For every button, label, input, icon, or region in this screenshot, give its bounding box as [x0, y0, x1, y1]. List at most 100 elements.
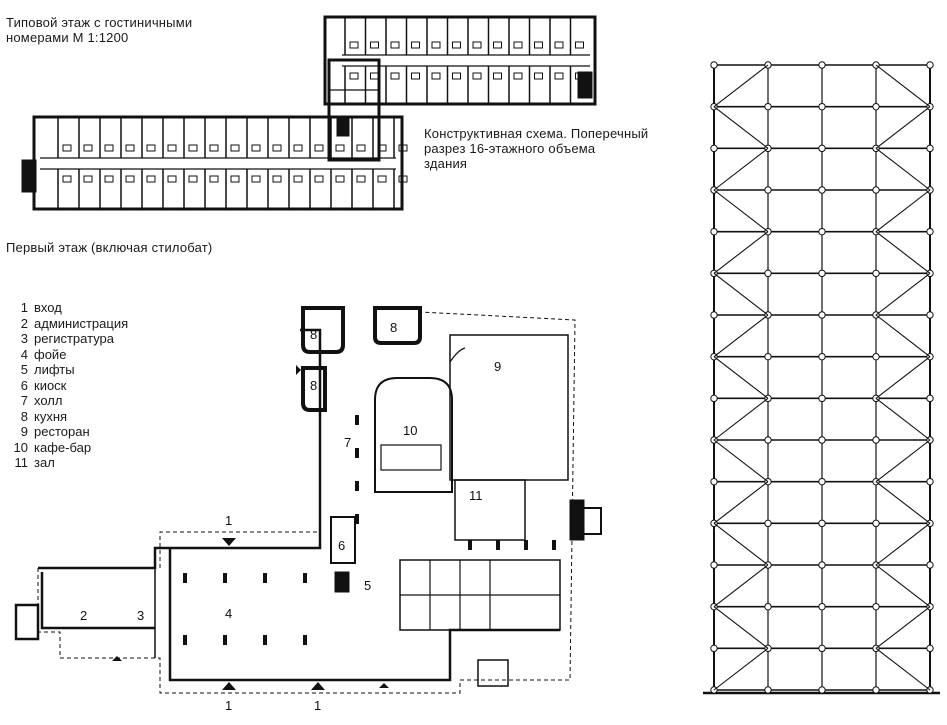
bathroom	[377, 144, 387, 152]
section-brace	[875, 64, 931, 108]
bathroom	[349, 72, 359, 80]
section-joint	[710, 144, 718, 153]
upper-stair	[577, 71, 593, 99]
section-joint	[818, 352, 826, 361]
section-joint	[926, 227, 934, 236]
bathroom	[188, 175, 198, 183]
column	[524, 540, 528, 550]
section-brace	[713, 147, 769, 191]
legend-number: 11	[14, 455, 29, 470]
bathroom	[356, 175, 366, 183]
legend-label: фойе	[34, 346, 67, 362]
section-joint	[872, 102, 880, 111]
bathroom	[398, 175, 408, 183]
label-foyer: 4	[225, 606, 232, 621]
column	[303, 573, 307, 583]
bathroom	[534, 41, 543, 49]
bathroom	[390, 41, 400, 49]
legend-item: 8 кухня	[6, 409, 128, 425]
typical-floor-caption-line-1: Типовой этаж с гостиничными	[6, 15, 193, 30]
label-entrance-north: 1	[225, 513, 232, 528]
section-brace	[713, 647, 769, 691]
section-joint	[818, 561, 826, 569]
legend-label: регистратура	[34, 331, 115, 346]
section-brace	[875, 189, 931, 233]
section-brace	[713, 564, 769, 608]
label-administration: 2	[80, 608, 87, 623]
legend-label: ресторан	[34, 424, 90, 439]
lift-core	[334, 571, 350, 593]
label-entrance-south-a: 1	[225, 698, 232, 713]
section-joint	[764, 186, 772, 194]
section-joint	[818, 519, 826, 528]
section-joint	[710, 561, 718, 569]
section-joint	[710, 61, 718, 69]
entrance-marker-south-b	[311, 682, 325, 690]
section-joint	[764, 602, 772, 611]
label-hall-11: 11	[469, 488, 483, 503]
bathroom	[146, 144, 156, 152]
bathroom	[272, 144, 282, 152]
lower-stair	[21, 159, 37, 193]
legend-label: лифты	[34, 362, 75, 377]
label-kitchen-c: 8	[310, 378, 317, 393]
bathroom	[125, 144, 135, 152]
section-brace	[713, 522, 769, 566]
bathroom	[349, 41, 359, 49]
bathroom	[314, 144, 324, 152]
bathroom	[398, 144, 408, 152]
section-joint	[764, 269, 772, 278]
section-frame	[710, 61, 934, 694]
upper-wing-outline	[323, 15, 597, 106]
core-outline	[327, 58, 381, 162]
column	[552, 540, 556, 550]
bathroom	[370, 72, 379, 80]
kitchen-block-b	[373, 306, 422, 345]
section-brace	[875, 231, 931, 274]
legend-label: кухня	[34, 408, 68, 424]
bathroom	[335, 144, 345, 152]
section-joint	[818, 102, 826, 111]
column	[355, 481, 359, 491]
column	[355, 514, 359, 524]
bathroom	[146, 175, 156, 183]
ground-floor-caption: Первый этаж (включая стилобат)	[6, 240, 213, 255]
section-joint	[926, 644, 934, 653]
typical-floor-plan	[21, 15, 597, 211]
foyer-columns	[183, 415, 556, 645]
section-joint	[710, 394, 718, 403]
bathroom	[167, 175, 177, 183]
legend-item: 9 ресторан	[6, 424, 128, 440]
bathroom	[377, 175, 387, 183]
section-joint	[872, 186, 880, 194]
upper-wing-partitions	[344, 17, 584, 104]
section-brace	[875, 522, 931, 566]
legend-number: 9	[20, 424, 28, 439]
label-kitchen-a: 8	[310, 327, 317, 342]
cafe-bar-outline	[374, 377, 453, 493]
legend-number: 7	[20, 393, 28, 408]
column	[468, 540, 472, 550]
section-brace	[713, 439, 769, 483]
label-cafe-bar: 10	[403, 423, 417, 438]
section-joint	[926, 394, 934, 403]
legend-number: 5	[20, 362, 28, 377]
section-joint	[926, 477, 934, 486]
legend-number: 8	[20, 408, 28, 424]
hall-outline	[454, 479, 526, 541]
section-joint	[818, 61, 826, 69]
section-joint	[818, 311, 826, 319]
section-brace	[875, 564, 931, 608]
label-lifts: 5	[364, 578, 371, 593]
section-joint	[872, 436, 880, 444]
section-brace	[713, 272, 769, 316]
column	[355, 415, 359, 425]
section-joint	[872, 269, 880, 278]
column	[223, 635, 227, 645]
section-brace	[875, 481, 931, 524]
